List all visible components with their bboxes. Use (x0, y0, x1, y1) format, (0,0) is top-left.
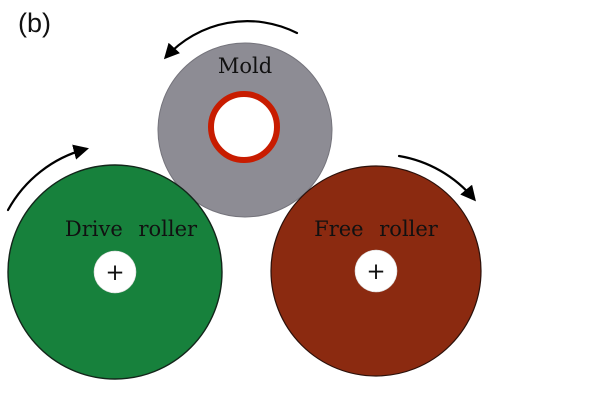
drive-roller-hub (93, 250, 137, 294)
drive-roller-rotation-arrow (6, 144, 89, 212)
mold-label: Mold (218, 54, 272, 78)
mold-core-circle (208, 91, 280, 163)
panel-label: (b) (18, 8, 51, 38)
mold-rotation-arrow (163, 20, 299, 60)
free-roller-hub (354, 249, 398, 293)
free-roller-center-mark: + (366, 259, 385, 285)
free-roller-label: Free roller (314, 217, 439, 241)
drive-roller-label: Drive roller (65, 217, 198, 241)
drive-roller-center-mark: + (105, 260, 124, 286)
free-roller-rotation-arrow (397, 154, 476, 202)
